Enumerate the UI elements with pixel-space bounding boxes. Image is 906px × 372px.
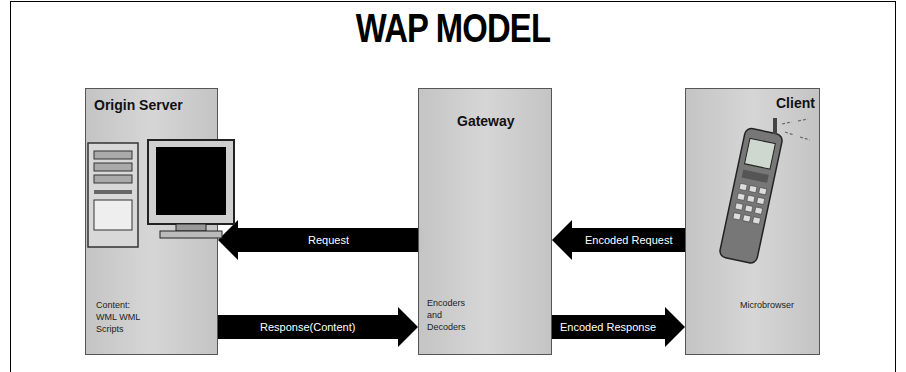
border-frame bbox=[11, 2, 896, 372]
panel-heading: Origin Server bbox=[94, 97, 183, 113]
diagram-title: WAP MODEL bbox=[82, 6, 825, 51]
panel-heading: Client bbox=[776, 95, 815, 111]
panel-note: Content: WML WML Scripts bbox=[96, 299, 151, 335]
arrow-label: Encoded Response bbox=[558, 320, 658, 334]
arrow-label: Response(Content) bbox=[258, 320, 357, 334]
server-panel: Origin ServerContent: WML WML Scripts bbox=[85, 88, 218, 355]
panel-heading: Gateway bbox=[457, 113, 515, 129]
block-arrow bbox=[218, 220, 418, 260]
panel-note: Microbrowser bbox=[740, 299, 818, 311]
server-panel: GatewayEncoders and Decoders bbox=[418, 88, 552, 355]
panel-note: Encoders and Decoders bbox=[427, 297, 477, 333]
block-arrow bbox=[218, 307, 418, 347]
arrow-label: Request bbox=[306, 233, 351, 247]
server-panel: ClientMicrobrowser bbox=[685, 88, 820, 355]
block-arrow bbox=[552, 307, 685, 347]
arrow-label: Encoded Request bbox=[583, 233, 674, 247]
block-arrow bbox=[552, 220, 685, 260]
